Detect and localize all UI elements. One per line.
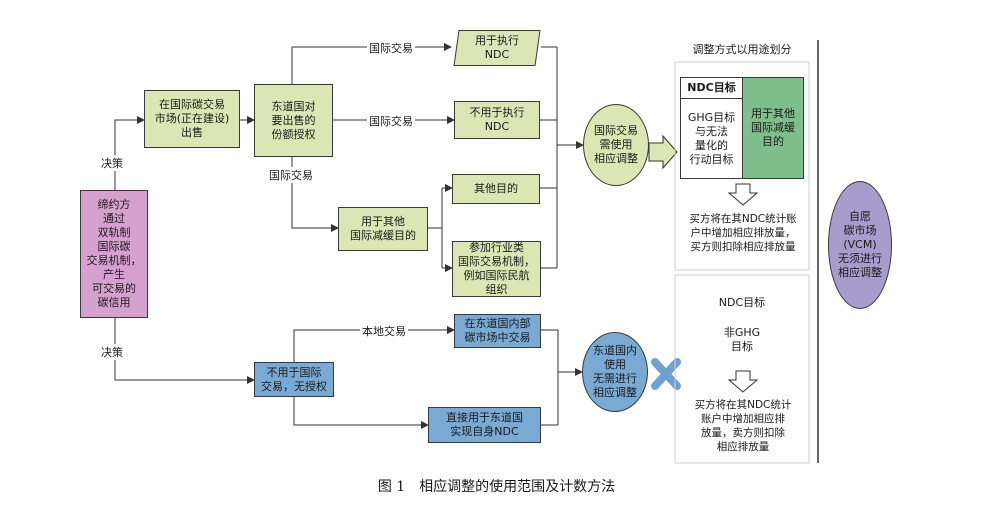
- other-mitigation-box: 用于其他 国际减缓目的: [338, 207, 428, 251]
- intl-trade-label-1: 国际交易: [367, 40, 415, 56]
- intl-adjustment-oval: 国际交易 需使用 相应调整: [583, 104, 649, 186]
- ghg-target-box: GHG目标 与无法 量化的 行动目标: [680, 99, 742, 179]
- host-ndc-box: 直接用于东道国 实现自身NDC: [428, 407, 541, 443]
- lower-ndc-target: NDC目标: [718, 296, 766, 309]
- not-intl-trade-box: 不用于国际 交易，无授权: [254, 362, 334, 397]
- vcm-oval: 自愿 碳市场 (VCM) 无须进行 相应调整: [828, 181, 892, 309]
- industry-mechanism-box: 参加行业类 国际交易机制， 例如国际民航 组织: [452, 241, 541, 297]
- panel-title: 调整方式以用途划分: [692, 43, 792, 56]
- host-authorization-box: 东道国对 要出售的 份额授权: [254, 84, 333, 157]
- other-purpose-box: 其他目的: [452, 174, 540, 204]
- ndc-not-use-box: 不用于执行 NDC: [454, 101, 540, 139]
- upper-accounting-text: 买方将在其NDC统计账 户中增加相应排放量， 买方则扣除相应排放量: [689, 213, 797, 253]
- intl-market-sale-box: 在国际碳交易 市场(正在建设) 出售: [144, 90, 240, 148]
- ndc-use-box: 用于执行 NDC: [453, 30, 541, 66]
- decision-label-top: 决策: [99, 155, 125, 171]
- non-ghg-target: 非GHG 目标: [723, 326, 761, 353]
- local-trade-label: 本地交易: [360, 323, 408, 339]
- other-goal-box: 用于其他 国际减缓 目的: [742, 77, 804, 179]
- no-adjustment-oval: 东道国内 使用 无需进行 相应调整: [582, 332, 648, 412]
- decision-label-bottom: 决策: [99, 344, 125, 360]
- source-credit-box: 缔约方 通过 双轨制 国际碳 交易机制， 产生 可交易的 碳信用: [80, 190, 148, 318]
- domestic-market-box: 在东道国内部 碳市场中交易: [454, 314, 541, 348]
- intl-trade-label-2: 国际交易: [367, 113, 415, 129]
- figure-caption: 图 1 相应调整的使用范围及计数方法: [377, 479, 616, 495]
- ndc-target-label: NDC目标: [680, 77, 742, 99]
- lower-accounting-text: 买方将在其NDC统计 账户中增加相应排 放量，卖方则扣除 相应排放量: [694, 399, 792, 453]
- intl-trade-label-3: 国际交易: [267, 167, 315, 183]
